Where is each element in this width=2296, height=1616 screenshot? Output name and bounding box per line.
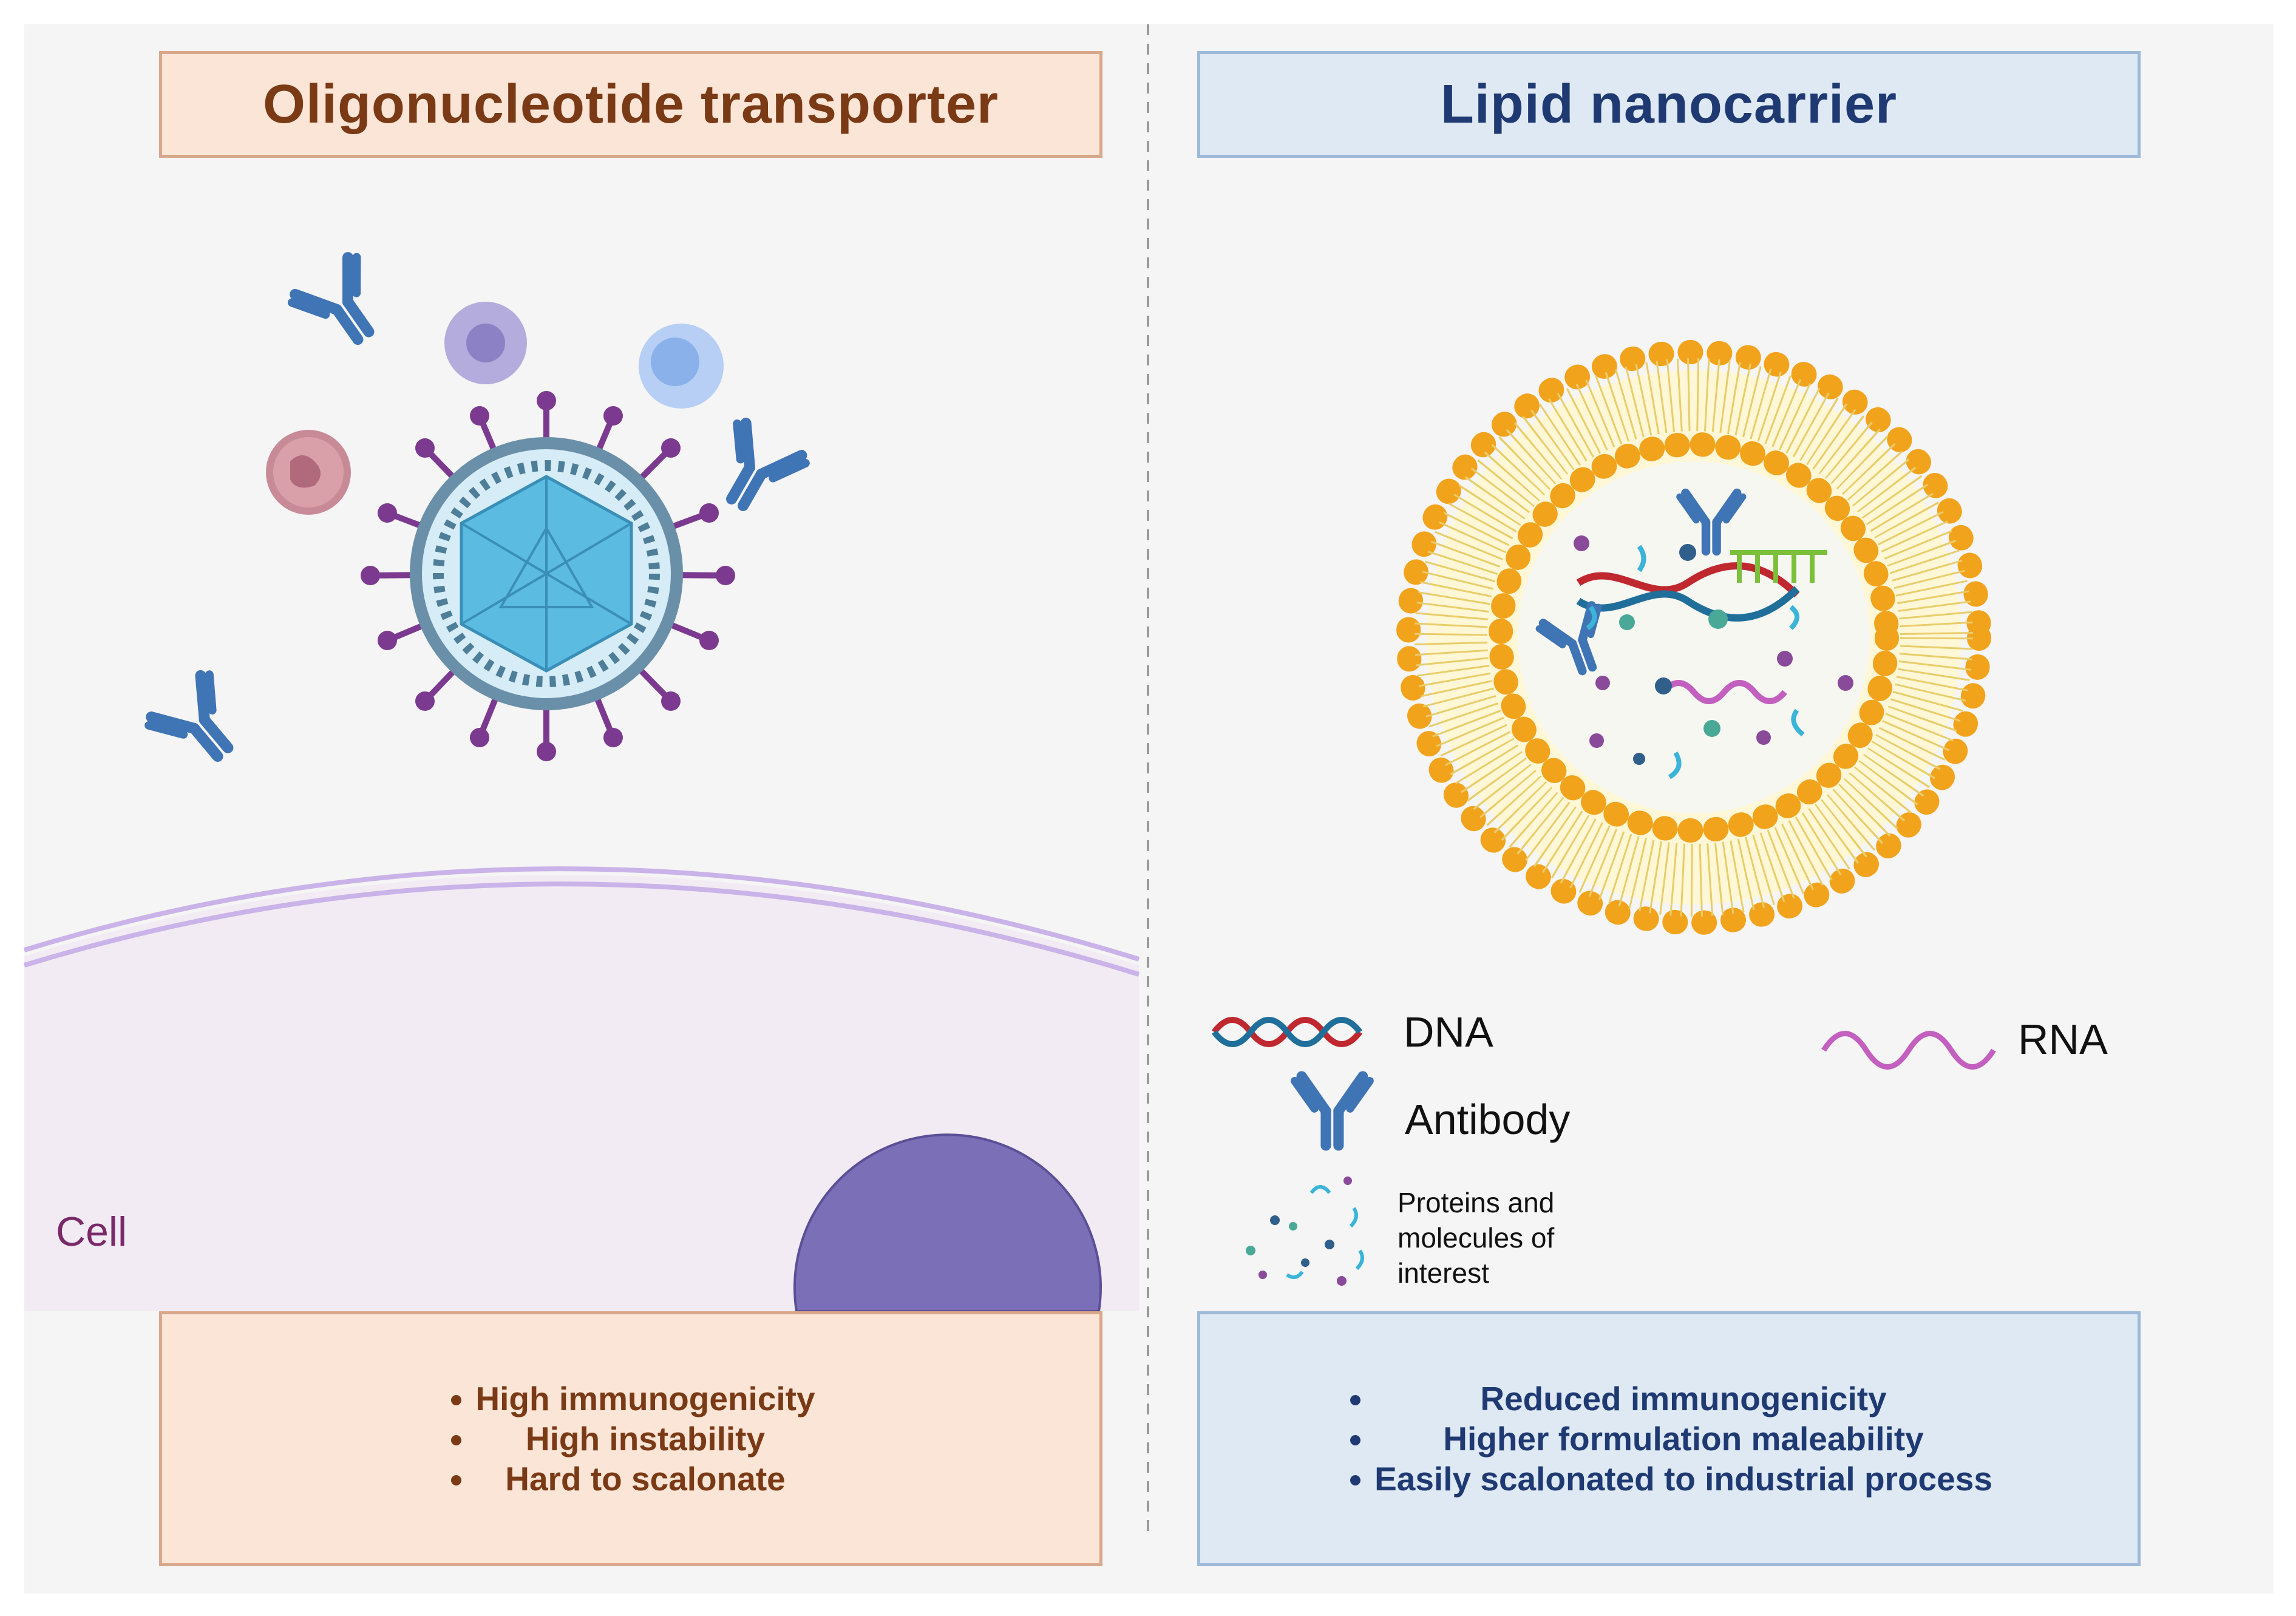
right-bullet: Easily scalonated to industrial process — [1374, 1459, 1992, 1499]
lipid-nanocarrier-advantages: Reduced immunogenicity Higher formulatio… — [1197, 1311, 2141, 1566]
proteins-icon — [1246, 1176, 1364, 1286]
rna-legend-label: RNA — [2018, 1016, 2108, 1063]
oligonucleotide-drawbacks: High immunogenicity High instability Har… — [159, 1311, 1102, 1566]
proteins-legend-label: Proteins and molecules of interest — [1398, 1187, 1555, 1289]
dna-legend-label: DNA — [1404, 1008, 1493, 1056]
cell — [23, 866, 1140, 1312]
lipid-nanocarrier — [1396, 340, 1991, 935]
virus-particle — [361, 391, 735, 761]
oligonucleotide-transporter-title: Oligonucleotide transporter — [159, 51, 1102, 158]
left-bullet: High instability — [475, 1419, 815, 1459]
right-title-text: Lipid nanocarrier — [1440, 73, 1898, 135]
right-bullet: Reduced immunogenicity — [1374, 1379, 1992, 1419]
immune-cells — [266, 302, 724, 515]
dna-icon — [1212, 1017, 1362, 1047]
cell-label: Cell — [56, 1209, 127, 1255]
left-bullet: High immunogenicity — [475, 1379, 815, 1419]
lipid-nanocarrier-title: Lipid nanocarrier — [1197, 51, 2141, 158]
antibody-legend-label: Antibody — [1405, 1096, 1571, 1143]
right-bullet: Higher formulation maleability — [1374, 1419, 1992, 1459]
rna-icon — [1821, 1031, 1996, 1070]
left-title-text: Oligonucleotide transporter — [262, 73, 999, 135]
left-bullet: Hard to scalonate — [475, 1459, 815, 1499]
cell-nucleus — [793, 1133, 1102, 1312]
